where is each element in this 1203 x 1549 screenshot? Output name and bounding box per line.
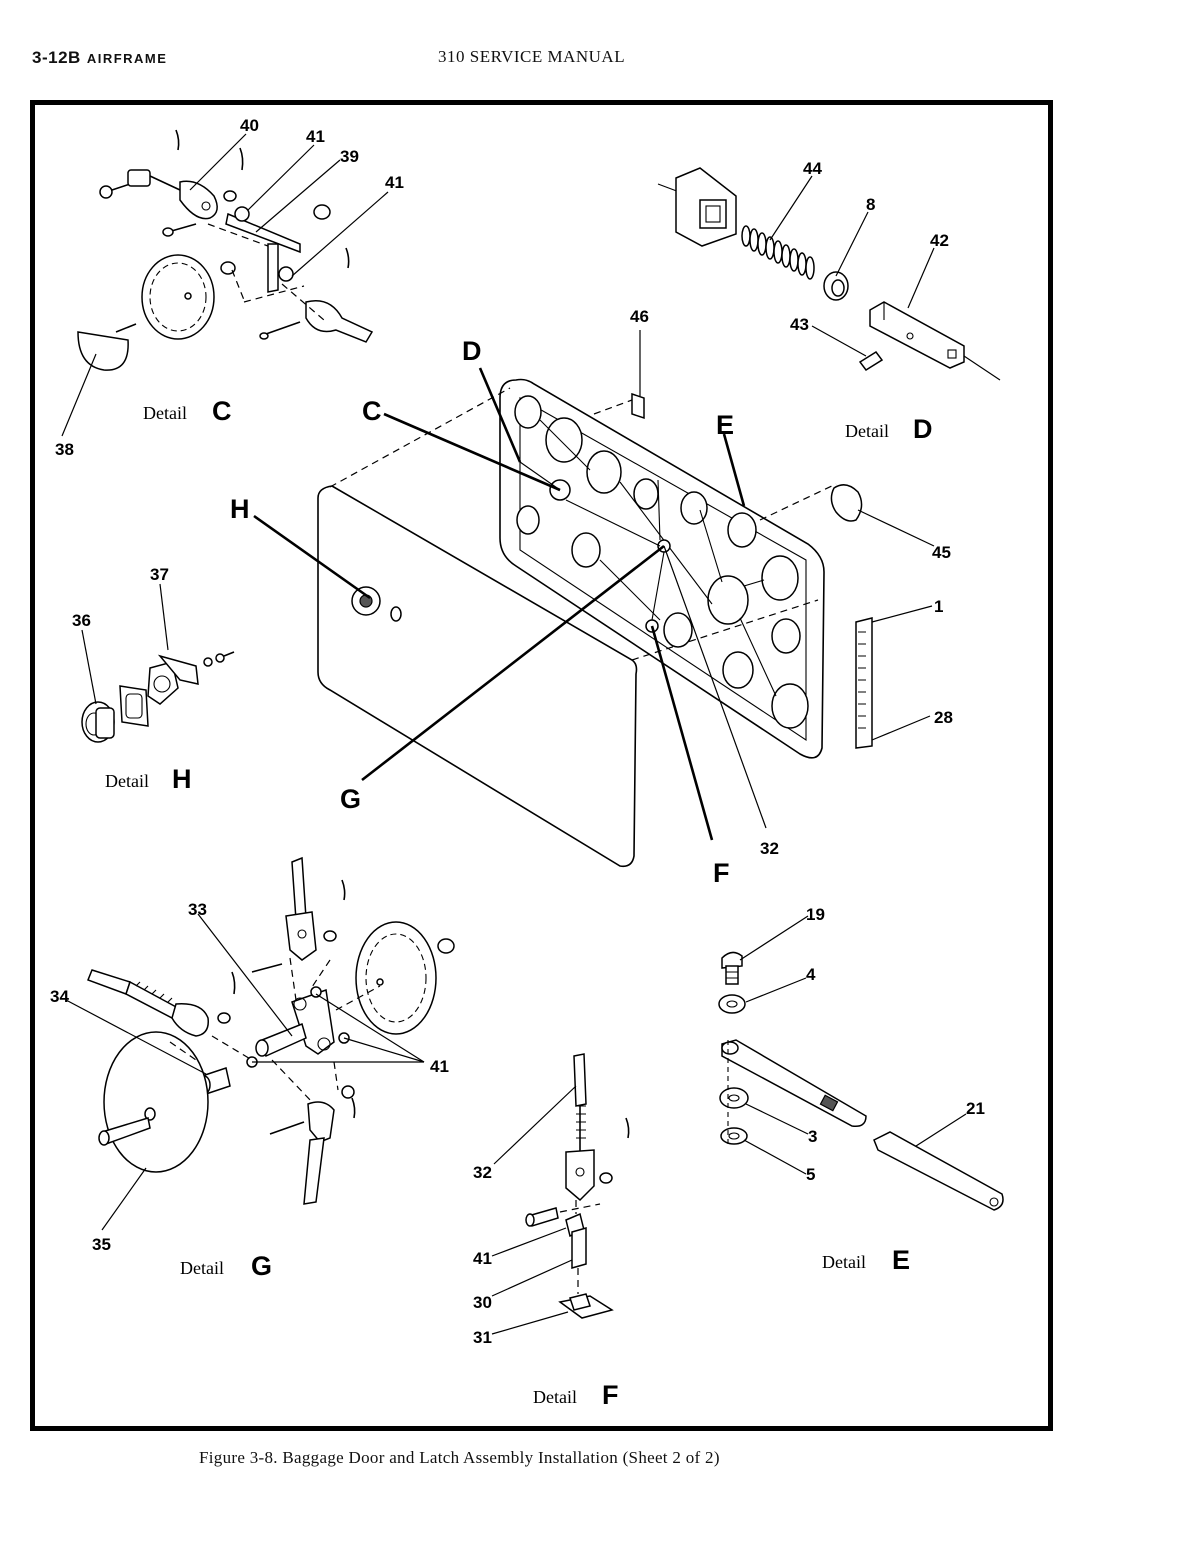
callout-42: 42 [930,231,949,250]
detail-g-label-word: Detail [180,1258,224,1278]
detail-h-letter: H [172,764,192,794]
callout-45: 45 [932,543,951,562]
callout-8: 8 [866,195,875,214]
callout-4: 4 [806,965,816,984]
callout-35: 35 [92,1235,111,1254]
figure-frame [30,100,1053,1431]
page-section-header: 3-12B AIRFRAME [32,48,167,68]
callout-28: 28 [934,708,953,727]
section-number: 3-12B [32,48,81,67]
manual-title: 310 SERVICE MANUAL [438,47,626,66]
detail-c-letter: C [212,396,232,426]
main-letter-d: D [462,336,482,366]
callout-41: 41 [306,127,325,146]
callout-21: 21 [966,1099,985,1118]
detail-d-letter: D [913,414,933,444]
callout-31: 31 [473,1328,492,1347]
callout-37: 37 [150,565,169,584]
callout-19: 19 [806,905,825,924]
detail-g-letter: G [251,1251,272,1281]
callout-43: 43 [790,315,809,334]
detail-c-drawing [61,129,389,437]
main-letter-f: F [713,858,730,888]
callout-36: 36 [72,611,91,630]
detail-f-label-word: Detail [533,1387,577,1407]
baggage-door-main-view [253,330,935,868]
main-letter-e: E [716,410,734,440]
callout-39: 39 [340,147,359,166]
callout-33: 33 [188,900,207,919]
detail-c-label-word: Detail [143,403,187,423]
detail-f-drawing [491,1053,630,1335]
callout-41-f: 41 [473,1249,492,1268]
callout-46: 46 [630,307,649,326]
detail-d-drawing [657,167,1001,381]
figure-caption: Figure 3-8. Baggage Door and Latch Assem… [199,1448,720,1467]
main-letter-h: H [230,494,250,524]
callout-1: 1 [934,597,943,616]
callout-38: 38 [55,440,74,459]
detail-e-label-word: Detail [822,1252,866,1272]
callout-5: 5 [806,1165,815,1184]
callout-32-main: 32 [760,839,779,858]
callout-34: 34 [50,987,69,1006]
detail-e-drawing [718,915,1004,1211]
callout-41b: 41 [385,173,404,192]
callout-32-f: 32 [473,1163,492,1182]
detail-e-letter: E [892,1245,910,1275]
callout-40: 40 [240,116,259,135]
section-category: AIRFRAME [86,51,168,66]
detail-h-drawing [81,583,235,743]
detail-d-label-word: Detail [845,421,889,441]
main-letter-g: G [340,784,361,814]
detail-g-drawing [65,856,455,1231]
callout-44: 44 [803,159,822,178]
callout-30: 30 [473,1293,492,1312]
callout-3: 3 [808,1127,817,1146]
detail-f-letter: F [602,1380,619,1410]
main-letter-c: C [362,396,382,426]
detail-h-label-word: Detail [105,771,149,791]
callout-41-g: 41 [430,1057,449,1076]
